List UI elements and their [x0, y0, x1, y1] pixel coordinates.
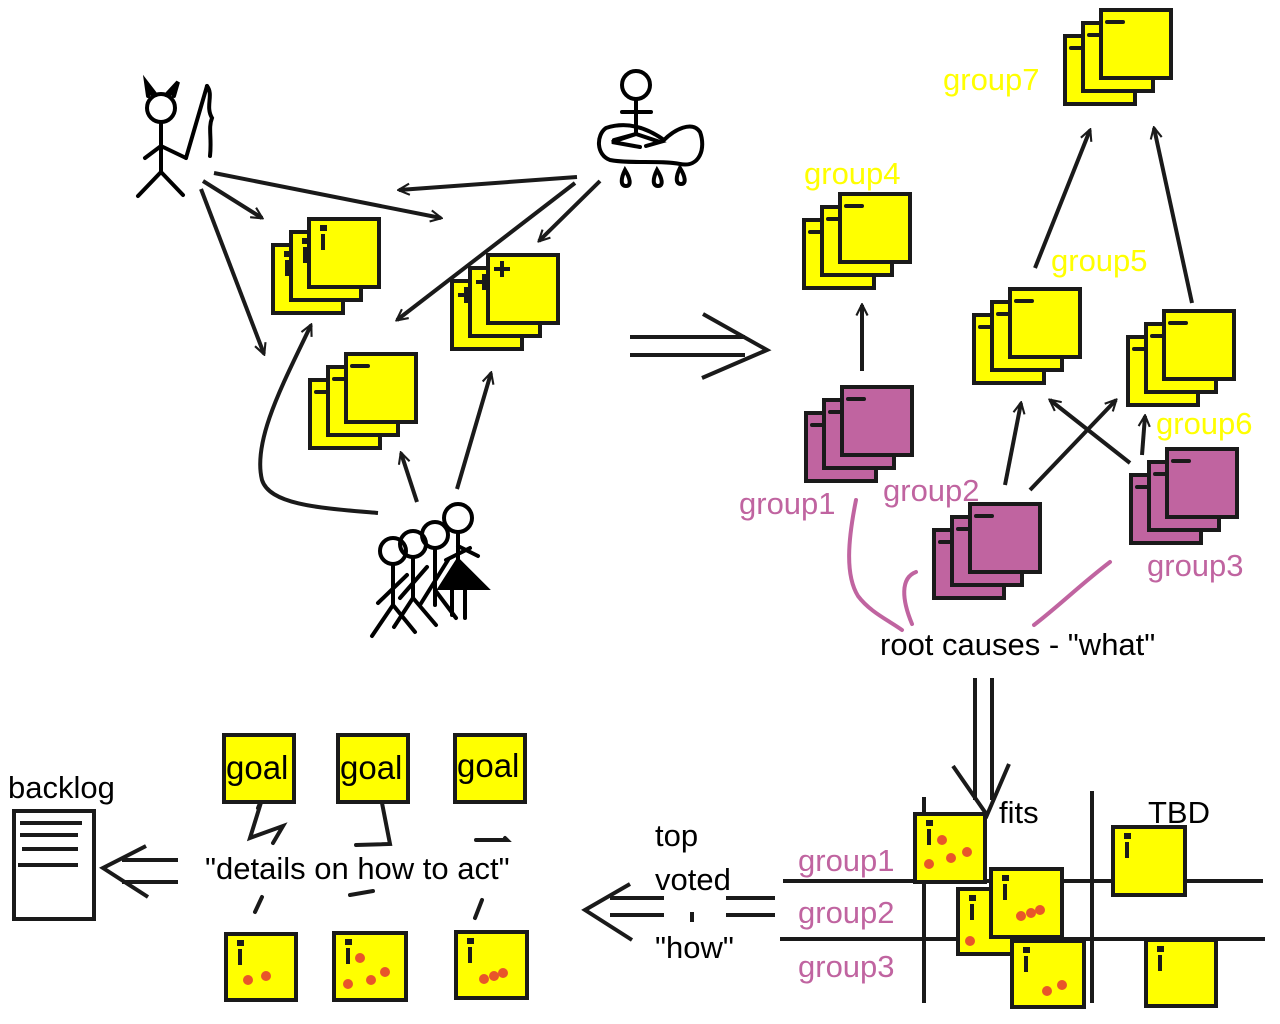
matrix-card-g1-tbd	[1111, 825, 1187, 897]
notes-layer	[222, 8, 1239, 1009]
matrix-row-group1: group1	[798, 843, 895, 878]
label-group3: group3	[1147, 548, 1244, 583]
top-voted-line3: "how"	[655, 930, 734, 965]
matrix-row-group3: group3	[798, 949, 895, 984]
arrow-group5-to-group7	[1033, 130, 1090, 269]
how-card-3	[454, 930, 529, 1000]
label-group6: group6	[1156, 406, 1253, 441]
matrix-card-g3-tbd	[1144, 938, 1218, 1008]
arrow-devil-to-minus	[199, 188, 264, 354]
arrow-group3-to-group6	[1142, 416, 1145, 456]
backlog-label: backlog	[8, 770, 115, 805]
arrow-meditator-to-minus	[397, 181, 577, 320]
note-stack-group6	[1126, 309, 1236, 407]
top-voted-line2: voted	[655, 862, 731, 897]
top-voted-line1: top	[655, 818, 699, 853]
vote-dot	[924, 859, 934, 869]
arrow-team-to-minus	[401, 453, 419, 503]
vote-dot	[366, 975, 376, 985]
vote-dot	[1042, 986, 1052, 996]
vote-dot	[1057, 980, 1067, 990]
note-stack-group2	[932, 502, 1042, 600]
vote-dot	[498, 968, 508, 978]
arrow-group6-to-group7	[1154, 128, 1194, 304]
note-stack-group1	[804, 385, 914, 483]
note-stack-group3	[1129, 447, 1239, 545]
arrow-team-to-plus	[455, 373, 491, 490]
goal-card-3	[453, 733, 527, 804]
backlog-document-icon	[12, 809, 96, 921]
vote-dot	[1016, 911, 1026, 921]
arrow-devil-to-plus	[213, 171, 441, 218]
note-stack-info	[271, 217, 381, 315]
left-double-arrow-how	[581, 882, 775, 942]
root-causes-label: root causes - "what"	[880, 627, 1156, 662]
arrow-group2-to-group5	[1003, 403, 1021, 486]
hierarchy-arrows	[862, 128, 1194, 492]
vote-dot	[946, 853, 956, 863]
vote-dot	[380, 967, 390, 977]
left-double-arrow-backlog	[98, 844, 178, 899]
matrix-card-g1-fits	[913, 812, 987, 884]
vote-dot	[343, 979, 353, 989]
arrow-meditator-left	[399, 175, 578, 190]
vote-dot	[243, 975, 253, 985]
arrow-devil-to-info	[201, 179, 262, 220]
how-card-1	[224, 932, 298, 1002]
matrix-col-fits: fits	[999, 795, 1039, 830]
goal-label-1: goal	[226, 749, 289, 786]
matrix-col-tbd: TBD	[1148, 795, 1210, 830]
goal-card-2	[336, 733, 410, 804]
vote-dot	[1035, 905, 1045, 915]
arrow-team-to-info	[258, 325, 379, 515]
label-group5: group5	[1051, 243, 1148, 278]
note-stack-plus	[450, 253, 560, 351]
vote-dot	[479, 974, 489, 984]
matrix-card-g3-fits	[1010, 939, 1086, 1009]
vote-dot	[962, 847, 972, 857]
matrix-card-g2-fits-b	[989, 867, 1064, 939]
influence-arrows	[199, 171, 602, 515]
details-label: "details on how to act"	[205, 851, 510, 886]
vote-dot	[937, 835, 947, 845]
root-cause-connectors	[847, 498, 1112, 632]
arrow-group2-to-group6	[1028, 400, 1116, 492]
label-group1: group1	[739, 486, 836, 521]
note-stack-group5	[972, 287, 1082, 385]
label-group2: group2	[883, 473, 980, 508]
vote-dot	[965, 936, 975, 946]
note-stack-group7	[1063, 8, 1173, 106]
team-figures-icon	[370, 502, 491, 638]
vote-dot	[261, 971, 271, 981]
goal-label-2: goal	[340, 749, 403, 786]
label-group7: group7	[943, 62, 1040, 97]
how-card-2	[332, 931, 408, 1002]
meditator-figure-icon	[597, 69, 705, 189]
transition-arrow-right	[630, 312, 772, 380]
devil-figure-icon	[136, 74, 215, 198]
goal-link-arrows	[246, 794, 512, 920]
goal-card-1	[222, 733, 296, 804]
arrow-meditator-to-plus	[539, 179, 602, 241]
vote-dot	[489, 971, 499, 981]
vote-dot	[1026, 908, 1036, 918]
matrix-row-group2: group2	[798, 895, 895, 930]
vote-dot	[355, 953, 365, 963]
label-group4: group4	[804, 156, 901, 191]
note-stack-minus	[308, 352, 418, 450]
arrow-group3-to-group5	[1050, 400, 1132, 465]
note-stack-group4	[802, 192, 912, 290]
goal-label-3: goal	[457, 747, 520, 784]
